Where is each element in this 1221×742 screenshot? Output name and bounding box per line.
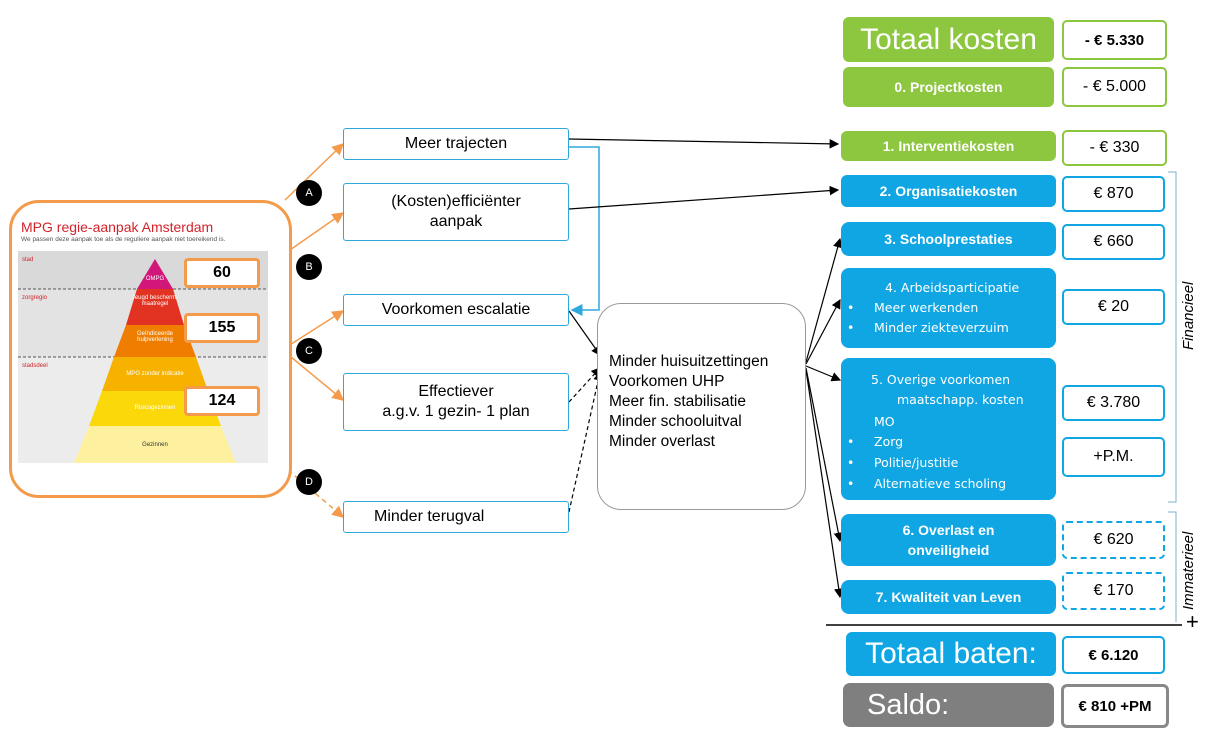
totaal-kosten-label: Totaal kosten bbox=[843, 17, 1054, 62]
totaal-baten-label: Totaal baten: bbox=[846, 632, 1056, 676]
arbeidsparticipatie-box: 4. Arbeidsparticipatie • Meer werkenden … bbox=[841, 268, 1056, 348]
level-risico: Risicogezinnen bbox=[134, 405, 176, 411]
arbeid-bullet-icon: • bbox=[847, 300, 855, 315]
outcome-effectiever: Effectiever a.g.v. 1 gezin- 1 plan bbox=[343, 373, 569, 431]
level-mpg: MPG zonder indicatie bbox=[126, 371, 184, 377]
effects-box: Minder huisuitzettingen Voorkomen UHP Me… bbox=[597, 303, 806, 510]
overlast-value: € 620 bbox=[1062, 521, 1165, 559]
level-jeugd: Jeugd bescherm- maatregel bbox=[131, 295, 179, 307]
organisatiekosten-label: 2. Organisatiekosten bbox=[841, 175, 1056, 207]
arbeid-bullet-icon: • bbox=[847, 320, 855, 335]
overlast-label: 6. Overlast en onveiligheid bbox=[841, 514, 1056, 566]
schoolprestaties-value: € 660 bbox=[1062, 224, 1165, 260]
count-box: 155 bbox=[184, 313, 260, 343]
marker-b: B bbox=[296, 254, 322, 280]
row-label-zorgregio: zorgregio bbox=[22, 295, 48, 301]
outcome-meer-trajecten: Meer trajecten bbox=[343, 128, 569, 160]
marker-d: D bbox=[296, 469, 322, 495]
totaal-kosten-value: - € 5.330 bbox=[1062, 20, 1167, 60]
row-label-stad: stad bbox=[22, 257, 34, 263]
organisatiekosten-value: € 870 bbox=[1062, 176, 1165, 212]
outcome-minder-terugval: Minder terugval bbox=[343, 501, 569, 533]
marker-a: A bbox=[296, 180, 322, 206]
kwaliteit-value: € 170 bbox=[1062, 572, 1165, 610]
financieel-label: Financieel bbox=[1180, 281, 1197, 350]
effect-item: Minder overlast bbox=[609, 433, 715, 450]
mpg-image-panel: MPG regie-aanpak Amsterdam We passen dez… bbox=[9, 200, 292, 498]
effect-item: Minder huisuitzettingen bbox=[609, 353, 769, 370]
projectkosten-label: 0. Projectkosten bbox=[843, 67, 1054, 107]
count-box: 124 bbox=[184, 386, 260, 416]
projectkosten-value: - € 5.000 bbox=[1062, 67, 1167, 107]
effect-item: Voorkomen UHP bbox=[609, 373, 725, 390]
effect-item: Minder schooluitval bbox=[609, 413, 742, 430]
interventiekosten-value: - € 330 bbox=[1062, 130, 1167, 166]
overige-bullet: Zorg bbox=[874, 434, 904, 449]
overige-bullet-icon: • bbox=[847, 434, 855, 449]
totaal-baten-value: € 6.120 bbox=[1062, 636, 1165, 674]
overige-bullet-icon: • bbox=[847, 455, 855, 470]
arbeidsparticipatie-value: € 20 bbox=[1062, 289, 1165, 325]
marker-c: C bbox=[296, 338, 322, 364]
overige-box: 5. Overige voorkomen maatschapp. kosten … bbox=[841, 358, 1056, 500]
schoolprestaties-label: 3. Schoolprestaties bbox=[841, 222, 1056, 256]
overige-value: € 3.780 bbox=[1062, 385, 1165, 421]
overige-pm-value: +P.M. bbox=[1062, 437, 1165, 477]
overige-bullet-icon: • bbox=[847, 476, 855, 491]
overige-title: 5. Overige voorkomen bbox=[871, 372, 1011, 387]
panel-subtitle: We passen deze aanpak toe als de regulie… bbox=[21, 236, 226, 243]
outcome-efficienter: (Kosten)efficiënter aanpak bbox=[343, 183, 569, 241]
overige-bullet: Politie/justitie bbox=[874, 455, 959, 470]
row-label-stadsdeel: stadsdeel bbox=[22, 363, 48, 369]
saldo-label: Saldo: bbox=[843, 683, 1054, 727]
arbeid-title: 4. Arbeidsparticipatie bbox=[885, 280, 1020, 295]
count-box: 60 bbox=[184, 258, 260, 288]
outcome-voorkomen-escalatie: Voorkomen escalatie bbox=[343, 294, 569, 326]
plus-sign: + bbox=[1186, 609, 1199, 634]
arbeid-bullet: Minder ziekteverzuim bbox=[874, 320, 1009, 335]
interventiekosten-label: 1. Interventiekosten bbox=[841, 131, 1056, 161]
overige-bullet: Alternatieve scholing bbox=[874, 476, 1007, 491]
level-geindiceerde: Geïndiceerde hulpverlening bbox=[136, 331, 174, 343]
level-gezinnen: Gezinnen bbox=[142, 442, 168, 448]
immaterieel-label: Immaterieel bbox=[1180, 531, 1197, 610]
kwaliteit-label: 7. Kwaliteit van Leven bbox=[841, 580, 1056, 614]
saldo-value: € 810 +PM bbox=[1061, 684, 1169, 728]
panel-title: MPG regie-aanpak Amsterdam bbox=[21, 219, 214, 235]
level-ompg: OMPG bbox=[145, 276, 165, 282]
overige-bullet: MO bbox=[874, 414, 895, 429]
effect-item: Meer fin. stabilisatie bbox=[609, 393, 746, 410]
overige-title: maatschapp. kosten bbox=[897, 392, 1024, 407]
arbeid-bullet: Meer werkenden bbox=[874, 300, 979, 315]
